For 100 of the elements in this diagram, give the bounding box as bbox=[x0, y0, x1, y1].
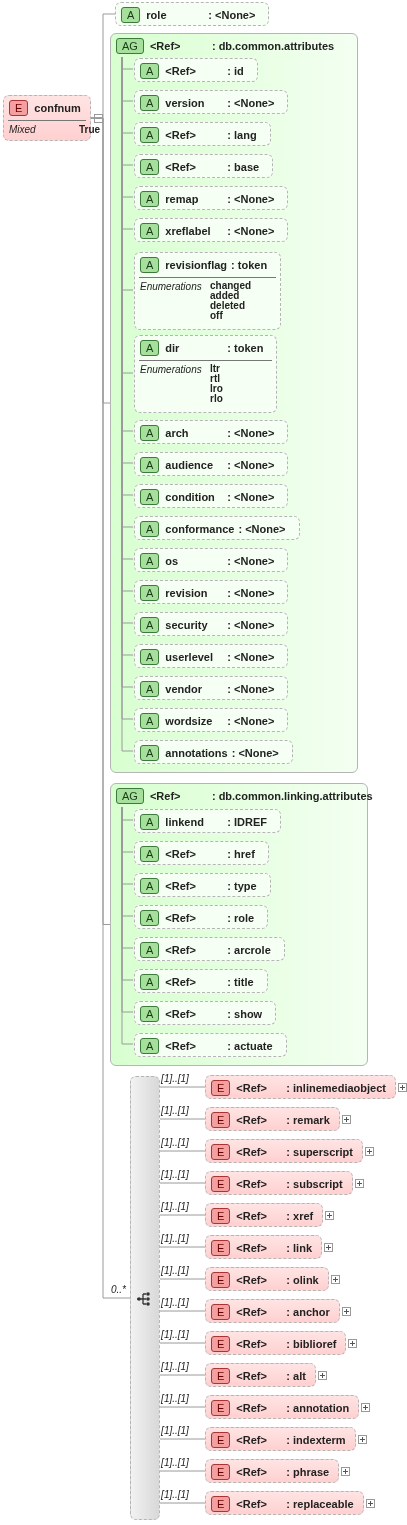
kind-badge: A bbox=[140, 425, 160, 441]
type-text: : base bbox=[227, 161, 260, 173]
attribute-box bbox=[134, 58, 258, 82]
kind-badge: E bbox=[211, 1144, 231, 1160]
name-text: audience bbox=[165, 459, 215, 471]
enumeration-values: ltr rtl lro rlo bbox=[210, 364, 223, 404]
type-text: : inlinemediaobject bbox=[286, 1082, 386, 1094]
kind-badge: A bbox=[140, 846, 160, 862]
attribute-group-panel bbox=[110, 33, 358, 773]
attribute-box bbox=[134, 154, 273, 178]
type-text: : <None> bbox=[227, 459, 275, 471]
type-text: : db.common.attributes bbox=[211, 40, 335, 52]
name-text: <Ref> bbox=[236, 1338, 268, 1350]
name-text: <Ref> bbox=[236, 1370, 268, 1382]
type-text: : IDREF bbox=[227, 816, 268, 828]
name-text: <Ref> bbox=[236, 1466, 268, 1478]
kind-badge: E bbox=[211, 1112, 231, 1128]
element-box bbox=[205, 1459, 339, 1483]
connector-line bbox=[159, 1150, 206, 1152]
type-text: : href bbox=[227, 848, 255, 860]
attribute-box bbox=[134, 644, 288, 668]
name-text: <Ref> bbox=[236, 1082, 268, 1094]
kind-badge: E bbox=[211, 1080, 231, 1096]
name-text: annotations bbox=[165, 747, 228, 759]
type-text: : lang bbox=[227, 129, 257, 141]
name-text: <Ref> bbox=[165, 1040, 197, 1052]
element-box bbox=[205, 1107, 340, 1131]
attribute-box bbox=[134, 969, 268, 993]
type-text: : phrase bbox=[286, 1466, 330, 1478]
connector-line bbox=[159, 1118, 206, 1120]
type-text: : superscript bbox=[286, 1146, 353, 1158]
attribute-box bbox=[134, 580, 288, 604]
kind-badge: A bbox=[140, 191, 160, 207]
connector-line bbox=[159, 1438, 206, 1440]
attribute-box bbox=[134, 905, 268, 929]
name-text: userlevel bbox=[165, 651, 215, 663]
name-text: dir bbox=[165, 342, 181, 354]
attribute-box bbox=[134, 676, 288, 700]
name-text: <Ref> bbox=[165, 912, 197, 924]
name-text: <Ref> bbox=[236, 1178, 268, 1190]
type-text: : <None> bbox=[227, 715, 275, 727]
name-text: role bbox=[146, 9, 168, 21]
attribute-box bbox=[115, 2, 269, 26]
name-text: security bbox=[165, 619, 209, 631]
attribute-box bbox=[134, 873, 271, 897]
name-text: <Ref> bbox=[165, 976, 197, 988]
type-text: : <None> bbox=[227, 619, 275, 631]
type-text: : <None> bbox=[227, 225, 275, 237]
edge-label: 0..* bbox=[110, 1284, 127, 1295]
connector-line bbox=[159, 1374, 206, 1376]
kind-badge: AG bbox=[116, 788, 144, 804]
attribute-box bbox=[134, 420, 288, 444]
element-box bbox=[205, 1235, 322, 1259]
name-text: <Ref> bbox=[236, 1434, 268, 1446]
type-text: : token bbox=[231, 259, 268, 271]
type-text: : actuate bbox=[227, 1040, 273, 1052]
type-text: : <None> bbox=[227, 683, 275, 695]
edge-label: [1]..[1] bbox=[160, 1233, 190, 1244]
attribute-box bbox=[134, 1001, 276, 1025]
attribute-box bbox=[134, 122, 271, 146]
edge-label: [1]..[1] bbox=[160, 1105, 190, 1116]
kind-badge: E bbox=[211, 1208, 231, 1224]
type-text: : xref bbox=[286, 1210, 314, 1222]
name-text: <Ref> bbox=[149, 790, 182, 802]
type-text: : <None> bbox=[238, 523, 286, 535]
name-text: <Ref> bbox=[236, 1306, 268, 1318]
name-text: <Ref> bbox=[236, 1498, 268, 1510]
name-text: revisionflag bbox=[165, 259, 228, 271]
kind-badge: A bbox=[140, 95, 160, 111]
name-text: vendor bbox=[165, 683, 204, 695]
type-text: : <None> bbox=[227, 587, 275, 599]
kind-badge: AG bbox=[116, 38, 144, 54]
enumeration-values: changed added deleted off bbox=[210, 281, 252, 321]
type-text: : arcrole bbox=[227, 944, 271, 956]
name-text: revision bbox=[165, 587, 209, 599]
facet-label: Enumerations bbox=[140, 364, 203, 375]
kind-badge: A bbox=[140, 553, 160, 569]
facet-label: Mixed bbox=[9, 124, 37, 135]
type-text: : link bbox=[286, 1242, 312, 1254]
type-text: : indexterm bbox=[286, 1434, 346, 1446]
kind-badge: E bbox=[211, 1176, 231, 1192]
element-box bbox=[205, 1203, 323, 1227]
kind-badge: E bbox=[211, 1496, 231, 1512]
connector-line bbox=[159, 1086, 206, 1088]
element-box bbox=[205, 1363, 316, 1387]
connector-line bbox=[90, 117, 131, 1299]
kind-badge: A bbox=[140, 340, 160, 356]
edge-label: [1]..[1] bbox=[160, 1073, 190, 1084]
name-text: condition bbox=[165, 491, 216, 503]
connector-line bbox=[159, 1502, 206, 1504]
edge-label: [1]..[1] bbox=[160, 1393, 190, 1404]
attribute-box bbox=[134, 186, 288, 210]
name-text: <Ref> bbox=[165, 944, 197, 956]
connector-line bbox=[159, 1278, 206, 1280]
type-text: : remark bbox=[286, 1114, 330, 1126]
type-text: : <None> bbox=[208, 9, 256, 21]
element-box bbox=[205, 1267, 329, 1291]
kind-badge: E bbox=[211, 1464, 231, 1480]
facet-label: Enumerations bbox=[140, 281, 203, 292]
connector-line bbox=[159, 1310, 206, 1312]
